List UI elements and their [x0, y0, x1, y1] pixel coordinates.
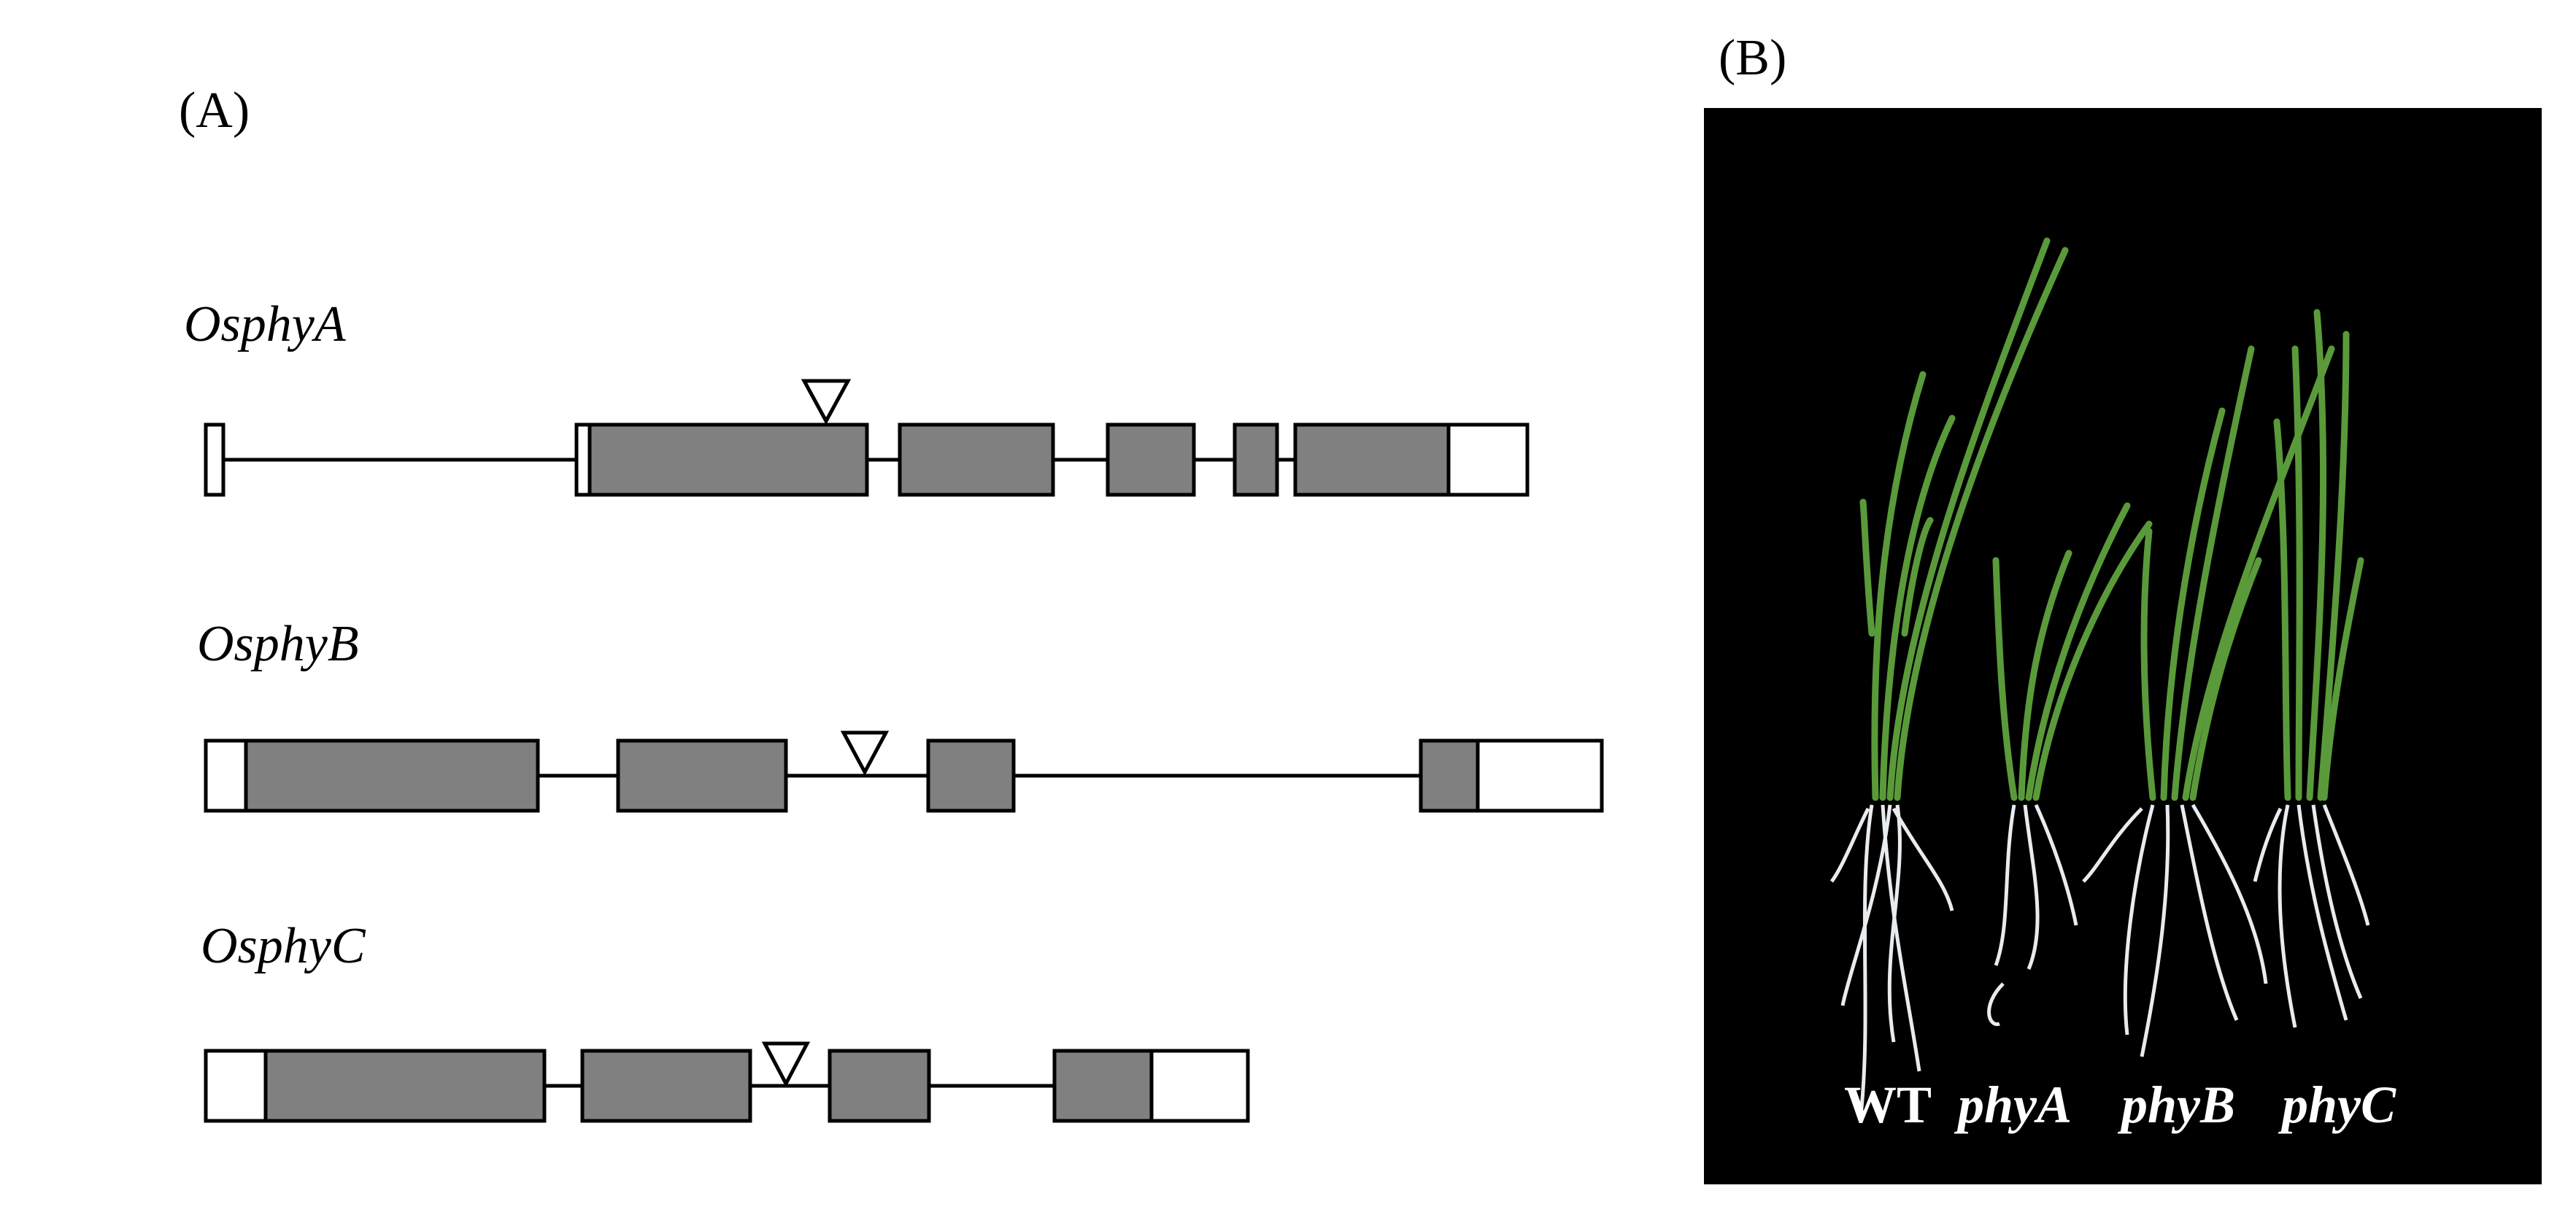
utr-box: [574, 423, 592, 497]
exon-box: [926, 738, 1016, 813]
insertion-triangle: [761, 1041, 811, 1088]
utr-box: [204, 423, 225, 497]
exon-box: [1106, 423, 1196, 497]
utr-box: [1149, 1049, 1250, 1123]
utr-box: [204, 738, 248, 813]
exon-box: [263, 1049, 547, 1123]
exon-box: [587, 423, 869, 497]
genotype-label-phya: phyA: [1958, 1076, 2072, 1134]
panel-a-label: (A): [179, 82, 250, 139]
exon-box: [1052, 1049, 1154, 1123]
seedling-group-wt: [1829, 237, 2069, 1116]
exon-box: [244, 738, 540, 813]
insertion-triangle: [801, 379, 852, 425]
gene-label-osphyc: OsphyC: [201, 918, 366, 974]
exon-box: [898, 423, 1055, 497]
seedling-group-phyb: [2082, 345, 2335, 1057]
utr-box: [1476, 738, 1604, 813]
seedling-group-phya: [1987, 502, 2153, 1026]
genotype-label-wt: WT: [1844, 1076, 1932, 1134]
seedling-group-phyc: [2253, 309, 2370, 1028]
exon-box: [1293, 423, 1451, 497]
exon-box: [616, 738, 788, 813]
panel-b-label: (B): [1719, 30, 1787, 86]
genotype-label-phyc: phyC: [2282, 1076, 2396, 1134]
genotype-label-phyb: phyB: [2121, 1076, 2236, 1134]
insertion-triangle: [840, 730, 890, 776]
gene-label-osphyb: OsphyB: [197, 616, 359, 672]
exon-box: [580, 1049, 752, 1123]
gene-model-osphyc: [204, 1041, 1250, 1123]
gene-model-osphya: [204, 379, 1530, 497]
seedling-photo: WT phyA phyB phyC: [1704, 108, 2542, 1184]
exon-box: [1419, 738, 1480, 813]
utr-box: [204, 1049, 268, 1123]
gene-model-osphyb: [204, 730, 1604, 813]
gene-structure-diagram: [204, 379, 1604, 1123]
exon-box: [828, 1049, 931, 1123]
exon-box: [1233, 423, 1279, 497]
gene-label-osphya: OsphyA: [184, 296, 346, 352]
utr-box: [1446, 423, 1530, 497]
